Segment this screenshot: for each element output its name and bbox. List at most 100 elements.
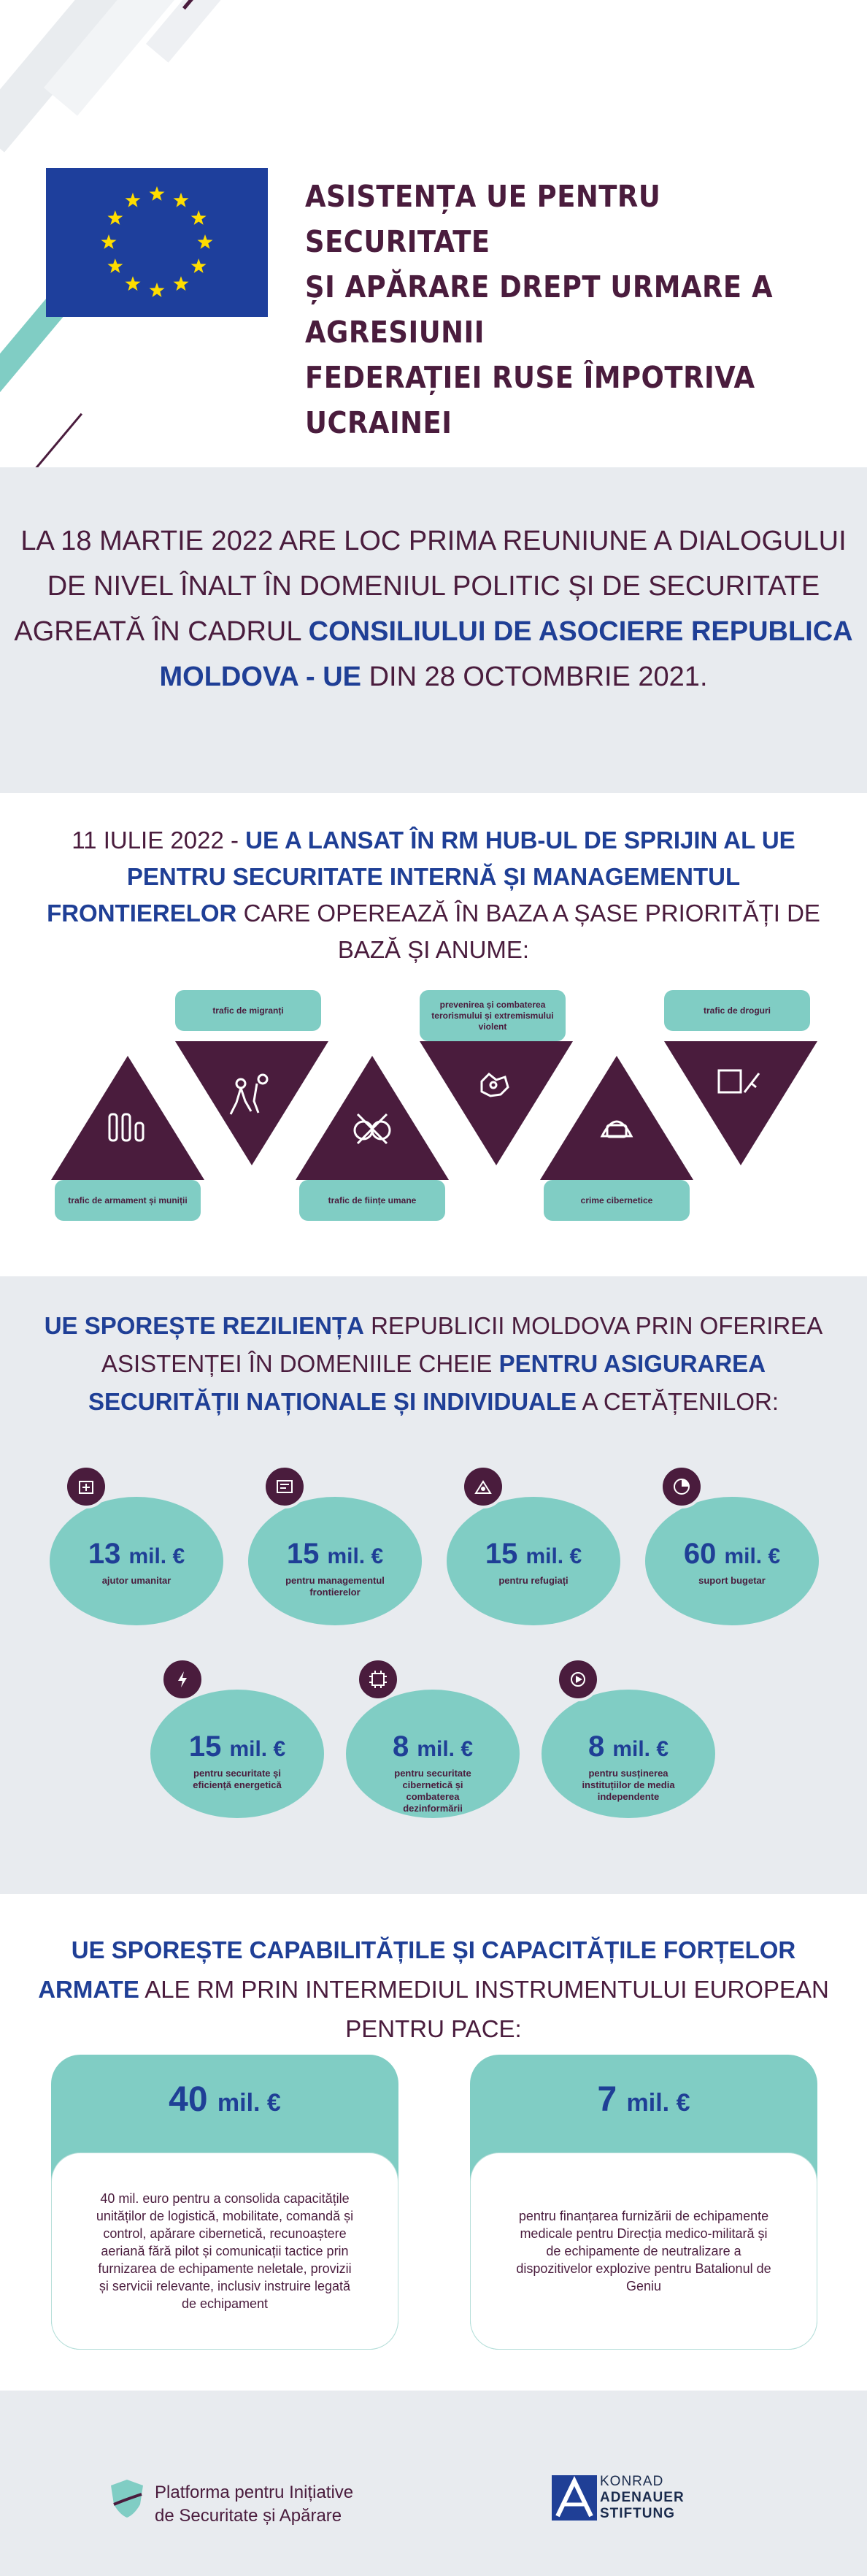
funding-card-1: 40 mil. € 40 mil. euro pentru a consolid…	[51, 2055, 398, 2350]
funding-unit: mil. €	[612, 1737, 669, 1761]
priorities-diagram	[51, 1041, 817, 1180]
funding-label: suport bugetar	[698, 1575, 766, 1586]
card-value: 40	[169, 2080, 208, 2119]
platform-line-2: de Securitate și Apărare	[155, 2506, 342, 2526]
kas-name: KONRAD ADENAUER STIFTUNG	[600, 2474, 685, 2522]
syringe-icon	[717, 1069, 760, 1094]
funding-circle-7: 8 mil. € pentru susținerea instituțiilor…	[542, 1690, 715, 1818]
page-title: ASISTENȚA UE PENTRU SECURITATE ȘI APĂRAR…	[305, 174, 831, 445]
decor-line	[29, 413, 83, 467]
funding-unit: mil. €	[327, 1544, 384, 1568]
priority-label-4: prevenirea și combaterea terorismului și…	[420, 990, 566, 1041]
funding-value: 13	[88, 1538, 121, 1570]
funding-label: pentru securitate cibernetică și combate…	[394, 1768, 471, 1814]
funding-card-2: 7 mil. € pentru finanțarea furnizării de…	[470, 2055, 817, 2350]
priority-label-6: trafic de droguri	[664, 990, 810, 1031]
platform-name: Platforma pentru Inițiative de Securitat…	[155, 2481, 353, 2528]
intro-section: LA 18 MARTIE 2022 ARE LOC PRIMA REUNIUNE…	[0, 467, 867, 793]
border-icon	[263, 1465, 307, 1509]
resilience-part4: A CETĂȚENILOR:	[582, 1388, 779, 1415]
card-description: 40 mil. euro pentru a consolida capacită…	[96, 2191, 354, 2311]
title-line-3: FEDERAȚIEI RUSE ÎMPOTRIVA UCRAINEI	[305, 360, 755, 440]
resilience-section: UE SPOREȘTE REZILIENȚA REPUBLICII MOLDOV…	[0, 1276, 867, 1894]
flag-star	[190, 210, 207, 225]
funding-unit: mil. €	[128, 1544, 185, 1568]
resilience-part3: PENTRU ASIGURAREA SECURITĂȚII NAȚIONALE …	[88, 1350, 766, 1415]
priority-triangle-1	[51, 1056, 204, 1180]
flag-star	[173, 192, 189, 207]
priority-label-2: trafic de migranți	[175, 990, 321, 1031]
eu-flag-icon	[46, 168, 268, 317]
priority-triangle-4	[420, 1041, 573, 1165]
energy-icon	[161, 1657, 204, 1701]
funding-circle-3: 15 mil. € pentru refugiați	[447, 1497, 620, 1625]
resilience-part2: REPUBLICII MOLDOVA PRIN OFERIREA ASISTEN…	[101, 1312, 823, 1377]
hacker-icon	[600, 1120, 633, 1138]
flag-star	[149, 186, 165, 201]
title-line-1: ASISTENȚA UE PENTRU SECURITATE	[305, 179, 661, 259]
priority-triangle-3	[296, 1056, 449, 1180]
funding-label: pentru securitate și eficiență energetic…	[193, 1768, 282, 1790]
shield-logo-icon	[111, 2480, 143, 2518]
funding-circle-4: 60 mil. € suport bugetar	[645, 1497, 819, 1625]
funding-value: 15	[485, 1538, 518, 1570]
card-unit: mil. €	[626, 2089, 690, 2117]
funding-value: 8	[392, 1730, 409, 1763]
funding-value: 60	[683, 1538, 717, 1570]
cyber-icon	[356, 1657, 400, 1701]
header: ASISTENȚA UE PENTRU SECURITATE ȘI APĂRAR…	[0, 0, 867, 467]
footer: Platforma pentru Inițiative de Securitat…	[0, 2391, 867, 2576]
flag-star	[197, 234, 213, 249]
refugees-icon	[461, 1465, 505, 1509]
priority-label-3: trafic de ființe umane	[299, 1180, 445, 1221]
capabilities-highlight: UE SPOREȘTE CAPABILITĂȚILE ȘI CAPACITĂȚI…	[38, 1936, 796, 2003]
funding-circle-6: 8 mil. € pentru securitate cibernetică ș…	[346, 1690, 520, 1818]
priority-triangle-5	[540, 1056, 693, 1180]
capabilities-part2: ALE RM PRIN INTERMEDIUL INSTRUMENTULUI E…	[144, 1976, 829, 2042]
funding-value: 8	[587, 1730, 605, 1763]
kas-logo-icon	[552, 2475, 597, 2521]
media-icon	[556, 1657, 600, 1701]
funding-label: pentru managementul frontierelor	[285, 1575, 385, 1598]
kas-line-1: KONRAD	[600, 2474, 664, 2489]
intro-text: LA 18 MARTIE 2022 ARE LOC PRIMA REUNIUNE…	[0, 518, 867, 699]
hub-section: 11 IULIE 2022 - UE A LANSAT ÎN RM HUB-UL…	[0, 793, 867, 1276]
funding-unit: mil. €	[724, 1544, 781, 1568]
priority-label-1: trafic de armament și muniții	[55, 1180, 201, 1221]
flag-star	[125, 192, 141, 207]
hub-part1: 11 IULIE 2022 -	[72, 827, 239, 854]
funding-circle-2: 15 mil. € pentru managementul frontierel…	[248, 1497, 422, 1625]
priority-triangle-6	[664, 1041, 817, 1165]
flag-star	[107, 210, 123, 225]
flag-star	[190, 258, 207, 273]
resilience-text: UE SPOREȘTE REZILIENȚA REPUBLICII MOLDOV…	[44, 1307, 823, 1421]
resilience-part1: UE SPOREȘTE REZILIENȚA	[44, 1312, 364, 1339]
funding-label: ajutor umanitar	[101, 1575, 172, 1586]
ammunition-icon	[108, 1113, 144, 1142]
funding-unit: mil. €	[229, 1737, 286, 1761]
flag-star	[173, 276, 189, 291]
flag-star	[107, 258, 123, 273]
title-line-2: ȘI APĂRARE DREPT URMARE A AGRESIUNII	[305, 269, 774, 350]
capabilities-section: UE SPOREȘTE CAPABILITĂȚILE ȘI CAPACITĂȚI…	[0, 1894, 867, 2391]
card-value: 7	[597, 2080, 617, 2119]
card-unit: mil. €	[217, 2089, 281, 2117]
card-description: pentru finanțarea furnizării de echipame…	[516, 2209, 771, 2293]
hub-part2: CARE OPEREAZĂ ÎN BAZA A ȘASE PRIORITĂȚI …	[243, 900, 820, 963]
humanitarian-icon	[64, 1465, 108, 1509]
funding-value: 15	[286, 1538, 320, 1570]
intro-part1: LA 18 MARTIE 2022 ARE LOC PRIMA REUNIUNE…	[14, 526, 847, 647]
funding-label: pentru susținerea instituțiilor de media…	[582, 1768, 675, 1802]
platform-line-1: Platforma pentru Inițiative	[155, 2483, 354, 2502]
funding-circle-5: 15 mil. € pentru securitate și eficiență…	[150, 1690, 324, 1818]
explosion-icon	[480, 1072, 509, 1097]
decor-stripe	[146, 0, 366, 63]
capabilities-text: UE SPOREȘTE CAPABILITĂȚILE ȘI CAPACITĂȚI…	[29, 1931, 838, 2049]
funding-circle-1: 13 mil. € ajutor umanitar	[50, 1497, 223, 1625]
flag-star	[101, 234, 117, 249]
budget-chart-icon	[660, 1465, 704, 1509]
migrants-icon	[229, 1073, 269, 1115]
priority-triangle-2	[175, 1041, 328, 1165]
funding-unit: mil. €	[525, 1544, 582, 1568]
hub-highlight: UE A LANSAT ÎN RM HUB-UL DE SPRIJIN AL U…	[47, 827, 795, 927]
